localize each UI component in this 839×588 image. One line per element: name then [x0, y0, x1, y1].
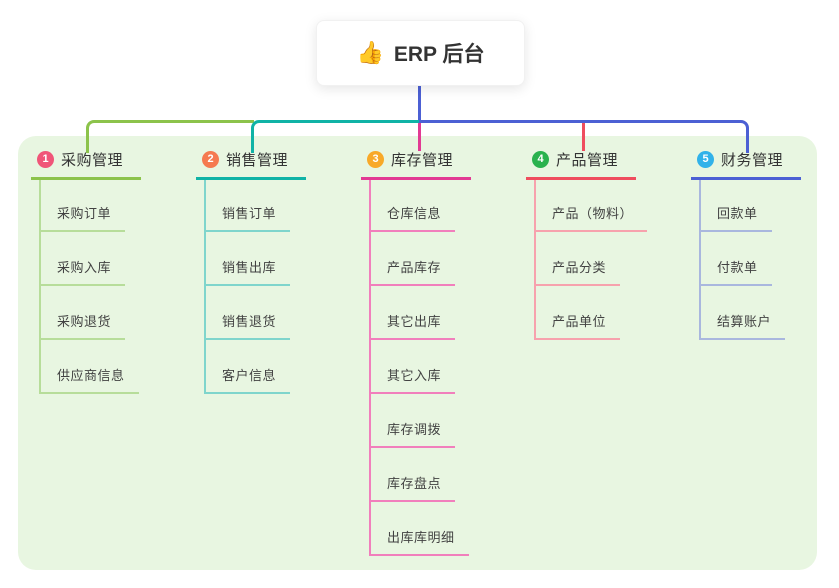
child-row: 采购入库	[41, 232, 139, 286]
child-node[interactable]: 库存盘点	[371, 473, 456, 502]
connector-branch-3	[418, 123, 421, 151]
child-node[interactable]: 销售出库	[206, 257, 291, 286]
connector-branch-5	[419, 120, 749, 153]
child-node[interactable]: 采购退货	[41, 311, 126, 340]
branch-inventory: 3 库存管理 仓库信息 产品库存 其它出库 其它入库 库存调拨 库存盘点 出库库…	[361, 148, 472, 556]
child-row: 产品分类	[536, 232, 647, 286]
branch-title: 产品管理	[556, 151, 619, 169]
child-node[interactable]: 出库库明细	[371, 527, 469, 556]
connector-branch-2	[251, 120, 419, 153]
branch-number-badge: 2	[202, 150, 219, 168]
branch-number-badge: 3	[367, 150, 384, 168]
child-node[interactable]: 销售订单	[206, 203, 291, 232]
branch-children-rail: 回款单 付款单 结算账户	[699, 180, 786, 340]
branch-children-rail: 产品（物料） 产品分类 产品单位	[534, 180, 648, 340]
child-node[interactable]: 客户信息	[206, 365, 291, 394]
child-row: 采购退货	[41, 286, 139, 340]
branch-header[interactable]: 2 销售管理	[196, 148, 307, 180]
child-node[interactable]: 采购订单	[41, 203, 126, 232]
connector-branch-1	[86, 120, 254, 153]
child-node[interactable]: 其它出库	[371, 311, 456, 340]
child-node[interactable]: 仓库信息	[371, 203, 456, 232]
branch-purchase: 1 采购管理 采购订单 采购入库 采购退货 供应商信息	[31, 148, 142, 394]
thumbs-up-icon: 👍	[356, 40, 384, 65]
branch-sales: 2 销售管理 销售订单 销售出库 销售退货 客户信息	[196, 148, 307, 394]
branch-title: 库存管理	[391, 151, 454, 169]
connector-branch-4	[582, 123, 585, 151]
branch-header[interactable]: 1 采购管理	[31, 148, 142, 180]
child-row: 采购订单	[41, 180, 139, 232]
child-row: 销售订单	[206, 180, 291, 232]
child-node[interactable]: 产品（物料）	[536, 203, 648, 232]
child-node[interactable]: 其它入库	[371, 365, 456, 394]
branch-number-badge: 1	[37, 150, 54, 168]
branch-children-rail: 仓库信息 产品库存 其它出库 其它入库 库存调拨 库存盘点 出库库明细	[369, 180, 469, 556]
root-connector-line	[418, 84, 421, 122]
child-row: 产品（物料）	[536, 180, 648, 232]
child-row: 回款单	[701, 180, 785, 232]
child-node[interactable]: 产品分类	[536, 257, 621, 286]
child-node[interactable]: 供应商信息	[41, 365, 139, 394]
child-row: 仓库信息	[371, 180, 469, 232]
root-node-label: ERP 后台	[393, 43, 485, 66]
child-row: 产品单位	[536, 286, 647, 340]
child-row: 库存盘点	[371, 448, 469, 502]
branch-header[interactable]: 3 库存管理	[361, 148, 472, 180]
child-row: 付款单	[701, 232, 785, 286]
branch-header[interactable]: 4 产品管理	[526, 148, 637, 180]
child-row: 结算账户	[701, 286, 786, 340]
child-row: 其它入库	[371, 340, 469, 394]
branch-product: 4 产品管理 产品（物料） 产品分类 产品单位	[526, 148, 648, 340]
root-node[interactable]: 👍 ERP 后台	[316, 20, 525, 86]
branch-children-rail: 采购订单 采购入库 采购退货 供应商信息	[39, 180, 139, 394]
branch-number-badge: 4	[532, 150, 549, 168]
child-node[interactable]: 库存调拨	[371, 419, 456, 448]
branch-title: 采购管理	[61, 151, 124, 169]
child-row: 销售出库	[206, 232, 291, 286]
branches-background-panel	[18, 136, 817, 570]
child-node[interactable]: 采购入库	[41, 257, 126, 286]
child-node[interactable]: 结算账户	[701, 311, 786, 340]
branch-header[interactable]: 5 财务管理	[691, 148, 802, 180]
branch-title: 销售管理	[226, 151, 289, 169]
child-row: 库存调拨	[371, 394, 469, 448]
branch-number-badge: 5	[697, 150, 714, 168]
branch-title: 财务管理	[721, 151, 784, 169]
child-row: 产品库存	[371, 232, 469, 286]
branch-children-rail: 销售订单 销售出库 销售退货 客户信息	[204, 180, 291, 394]
child-node[interactable]: 产品单位	[536, 311, 621, 340]
child-node[interactable]: 产品库存	[371, 257, 456, 286]
child-node[interactable]: 销售退货	[206, 311, 291, 340]
child-node[interactable]: 回款单	[701, 203, 772, 232]
branch-finance: 5 财务管理 回款单 付款单 结算账户	[691, 148, 802, 340]
child-row: 其它出库	[371, 286, 469, 340]
child-row: 销售退货	[206, 286, 291, 340]
child-row: 出库库明细	[371, 502, 469, 556]
child-row: 客户信息	[206, 340, 291, 394]
child-row: 供应商信息	[41, 340, 139, 394]
child-node[interactable]: 付款单	[701, 257, 772, 286]
